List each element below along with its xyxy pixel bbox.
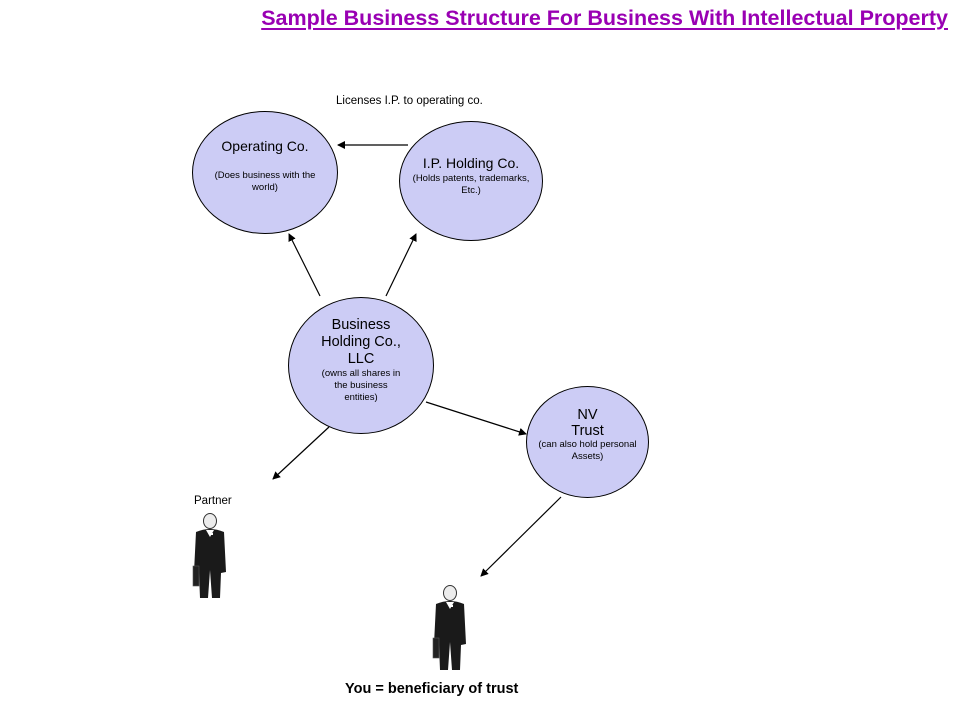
beneficiary-label: You = beneficiary of trust <box>345 681 519 697</box>
arrow-llc-to-trust <box>425 401 527 436</box>
arrow-llc-to-ip <box>385 233 417 297</box>
node-ip-holding-co-name: I.P. Holding Co. <box>422 155 520 171</box>
node-nv-trust-desc: (can also hold personal Assets) <box>538 439 637 462</box>
partner-label: Partner <box>194 495 232 507</box>
arrow-llc-to-operating <box>288 233 321 297</box>
arrow-llc-to-partner <box>272 426 330 480</box>
page-title: Sample Business Structure For Business W… <box>261 6 948 30</box>
node-nv-trust-name: NV Trust <box>571 407 604 439</box>
arrow-trust-to-you <box>480 496 562 577</box>
node-business-holding-llc-name: Business Holding Co., LLC <box>321 317 401 367</box>
node-nv-trust: NV Trust (can also hold personal Assets) <box>526 386 649 498</box>
businessman-icon <box>192 513 226 598</box>
node-operating-co-name: Operating Co. <box>221 137 309 154</box>
node-ip-holding-co: I.P. Holding Co. (Holds patents, tradema… <box>399 121 543 241</box>
node-business-holding-llc-desc: (owns all shares in the business entitie… <box>321 368 401 403</box>
node-operating-co: Operating Co. (Does business with the wo… <box>192 111 338 234</box>
node-operating-co-desc: (Does business with the world) <box>214 169 316 193</box>
license-label: Licenses I.P. to operating co. <box>336 95 483 107</box>
node-ip-holding-co-desc: (Holds patents, trademarks, Etc.) <box>412 173 530 196</box>
node-business-holding-llc: Business Holding Co., LLC (owns all shar… <box>288 297 434 434</box>
businessman-icon <box>432 585 466 670</box>
